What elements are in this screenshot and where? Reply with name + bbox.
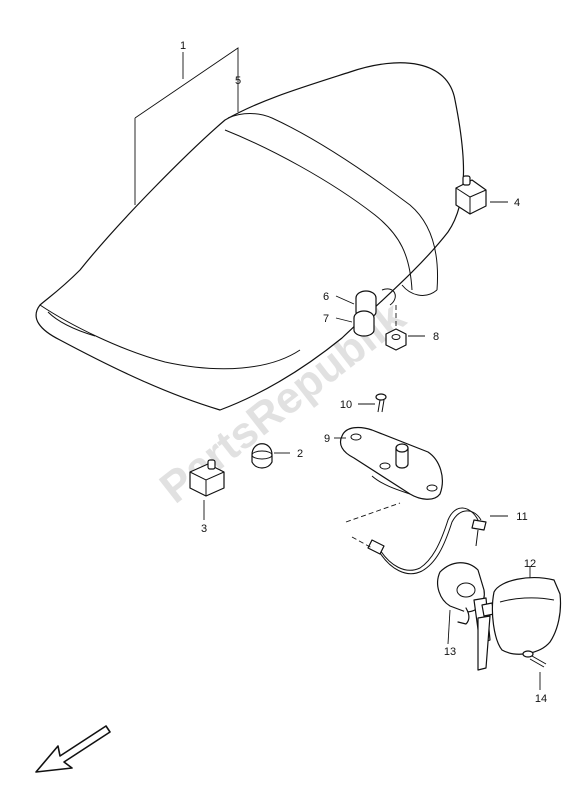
callout-2: 2 [297,448,303,460]
callout-labels: 1 5 4 6 7 8 10 9 2 3 11 12 13 14 [180,40,547,705]
callout-8: 8 [433,331,439,343]
part-11-cable [345,502,508,575]
callout-4: 4 [514,197,520,209]
callout-1: 1 [180,40,186,52]
part-3-block [189,459,225,520]
callout-7: 7 [323,313,329,325]
part-14-screw [522,650,547,690]
part-2-cap [251,443,290,469]
callout-10: 10 [340,399,352,411]
part-7-cushion [335,310,375,337]
callout-3: 3 [201,523,207,535]
callout-6: 6 [323,291,329,303]
seat-leader-lines [134,47,239,205]
callout-12: 12 [524,558,536,570]
callout-9: 9 [324,433,330,445]
callout-11: 11 [516,511,527,523]
front-direction-arrow [35,725,111,773]
part-10-screw [358,393,387,413]
callout-13: 13 [444,646,456,658]
seat [35,62,465,411]
part-13-lock-set [437,562,495,671]
callout-5: 5 [235,75,241,87]
part-4-buffer [455,175,508,215]
part-12-cover [491,566,562,655]
part-8-nut [385,305,425,351]
callout-14: 14 [535,693,547,705]
part-9-lock-bracket [334,426,443,500]
